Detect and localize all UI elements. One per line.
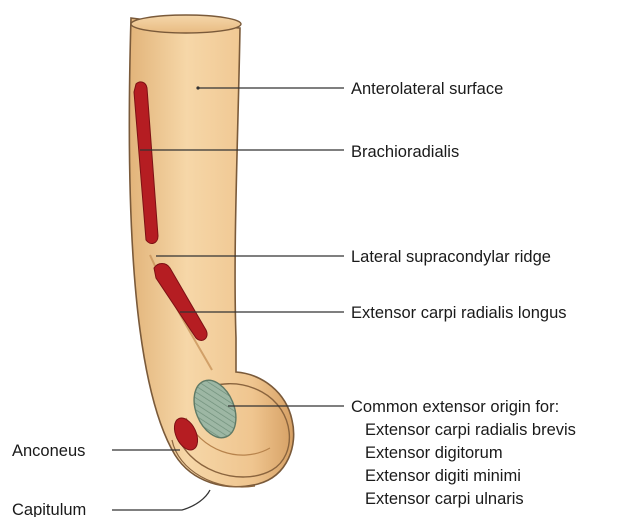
label-extensor-carpi-ulnaris: Extensor carpi ulnaris [365,490,524,508]
label-extensor-digitorum: Extensor digitorum [365,444,503,462]
label-brachioradialis: Brachioradialis [351,143,459,161]
label-capitulum: Capitulum [12,501,86,517]
shaft-cut-surface [131,15,241,33]
label-anconeus: Anconeus [12,442,85,460]
label-anterolateral-surface: Anterolateral surface [351,80,503,98]
leader-capitulum [112,490,210,510]
label-extensor-carpi-radialis-brevis: Extensor carpi radialis brevis [365,421,576,439]
label-lateral-supracondylar-ridge: Lateral supracondylar ridge [351,248,551,266]
label-common-extensor-origin: Common extensor origin for: [351,398,559,416]
label-extensor-digiti-minimi: Extensor digiti minimi [365,467,521,485]
label-extensor-carpi-radialis-longus: Extensor carpi radialis longus [351,304,567,322]
